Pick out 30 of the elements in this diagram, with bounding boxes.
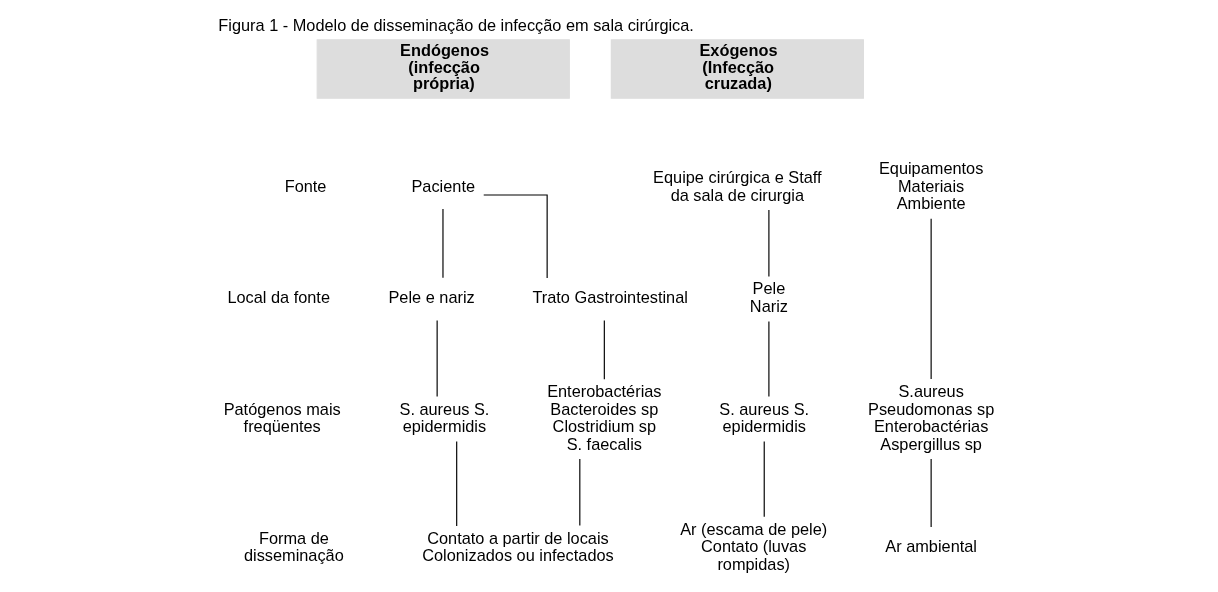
label: Patógenos mais freqüentes — [223, 399, 341, 436]
connector — [768, 320, 770, 398]
connector — [603, 319, 605, 380]
connector — [763, 441, 765, 518]
label: Local da fonte — [227, 288, 330, 307]
node-text: Pele Nariz — [749, 279, 788, 315]
label: Exógenos (Infecção cruzada) — [699, 41, 778, 93]
node-text: Enterobactérias Bacteroides sp Clostridium sp S. faecalis — [547, 382, 662, 453]
connector — [436, 319, 438, 398]
node-text: Pele e nariz — [388, 288, 475, 307]
node-text: S.aureus Pseudomonas sp Enterobactérias Aspergillus sp — [868, 382, 995, 453]
diagram-title: Figura 1 - Modelo de disseminação de infecção em sala cirúrgica. — [218, 15, 694, 34]
node-text: Paciente — [411, 176, 476, 195]
label: Fonte — [284, 176, 327, 195]
node-text: Ar (escama de pele) Contato (luvas rompidas) — [680, 519, 828, 573]
node-text: S. aureus S. epidermidis — [399, 399, 490, 436]
connector — [930, 218, 932, 380]
connector — [768, 209, 770, 277]
node-text: S. aureus S. epidermidis — [719, 399, 810, 436]
connector — [579, 458, 581, 527]
label: Endógenos (infecção própria) — [400, 41, 489, 93]
node-text: Equipe cirúrgica e Staff da sala de cirurgia — [653, 168, 822, 204]
label: Forma de disseminação — [243, 528, 344, 565]
node-text: Trato Gastrointestinal — [532, 288, 688, 307]
connector — [930, 458, 932, 528]
connector — [483, 194, 548, 279]
node-text: Contato a partir de locais Colonizados ou infectados — [422, 528, 614, 565]
node-text: Ar ambiental — [885, 537, 977, 556]
node-text: Equipamentos Materiais Ambiente — [878, 159, 984, 213]
connector — [456, 441, 458, 527]
